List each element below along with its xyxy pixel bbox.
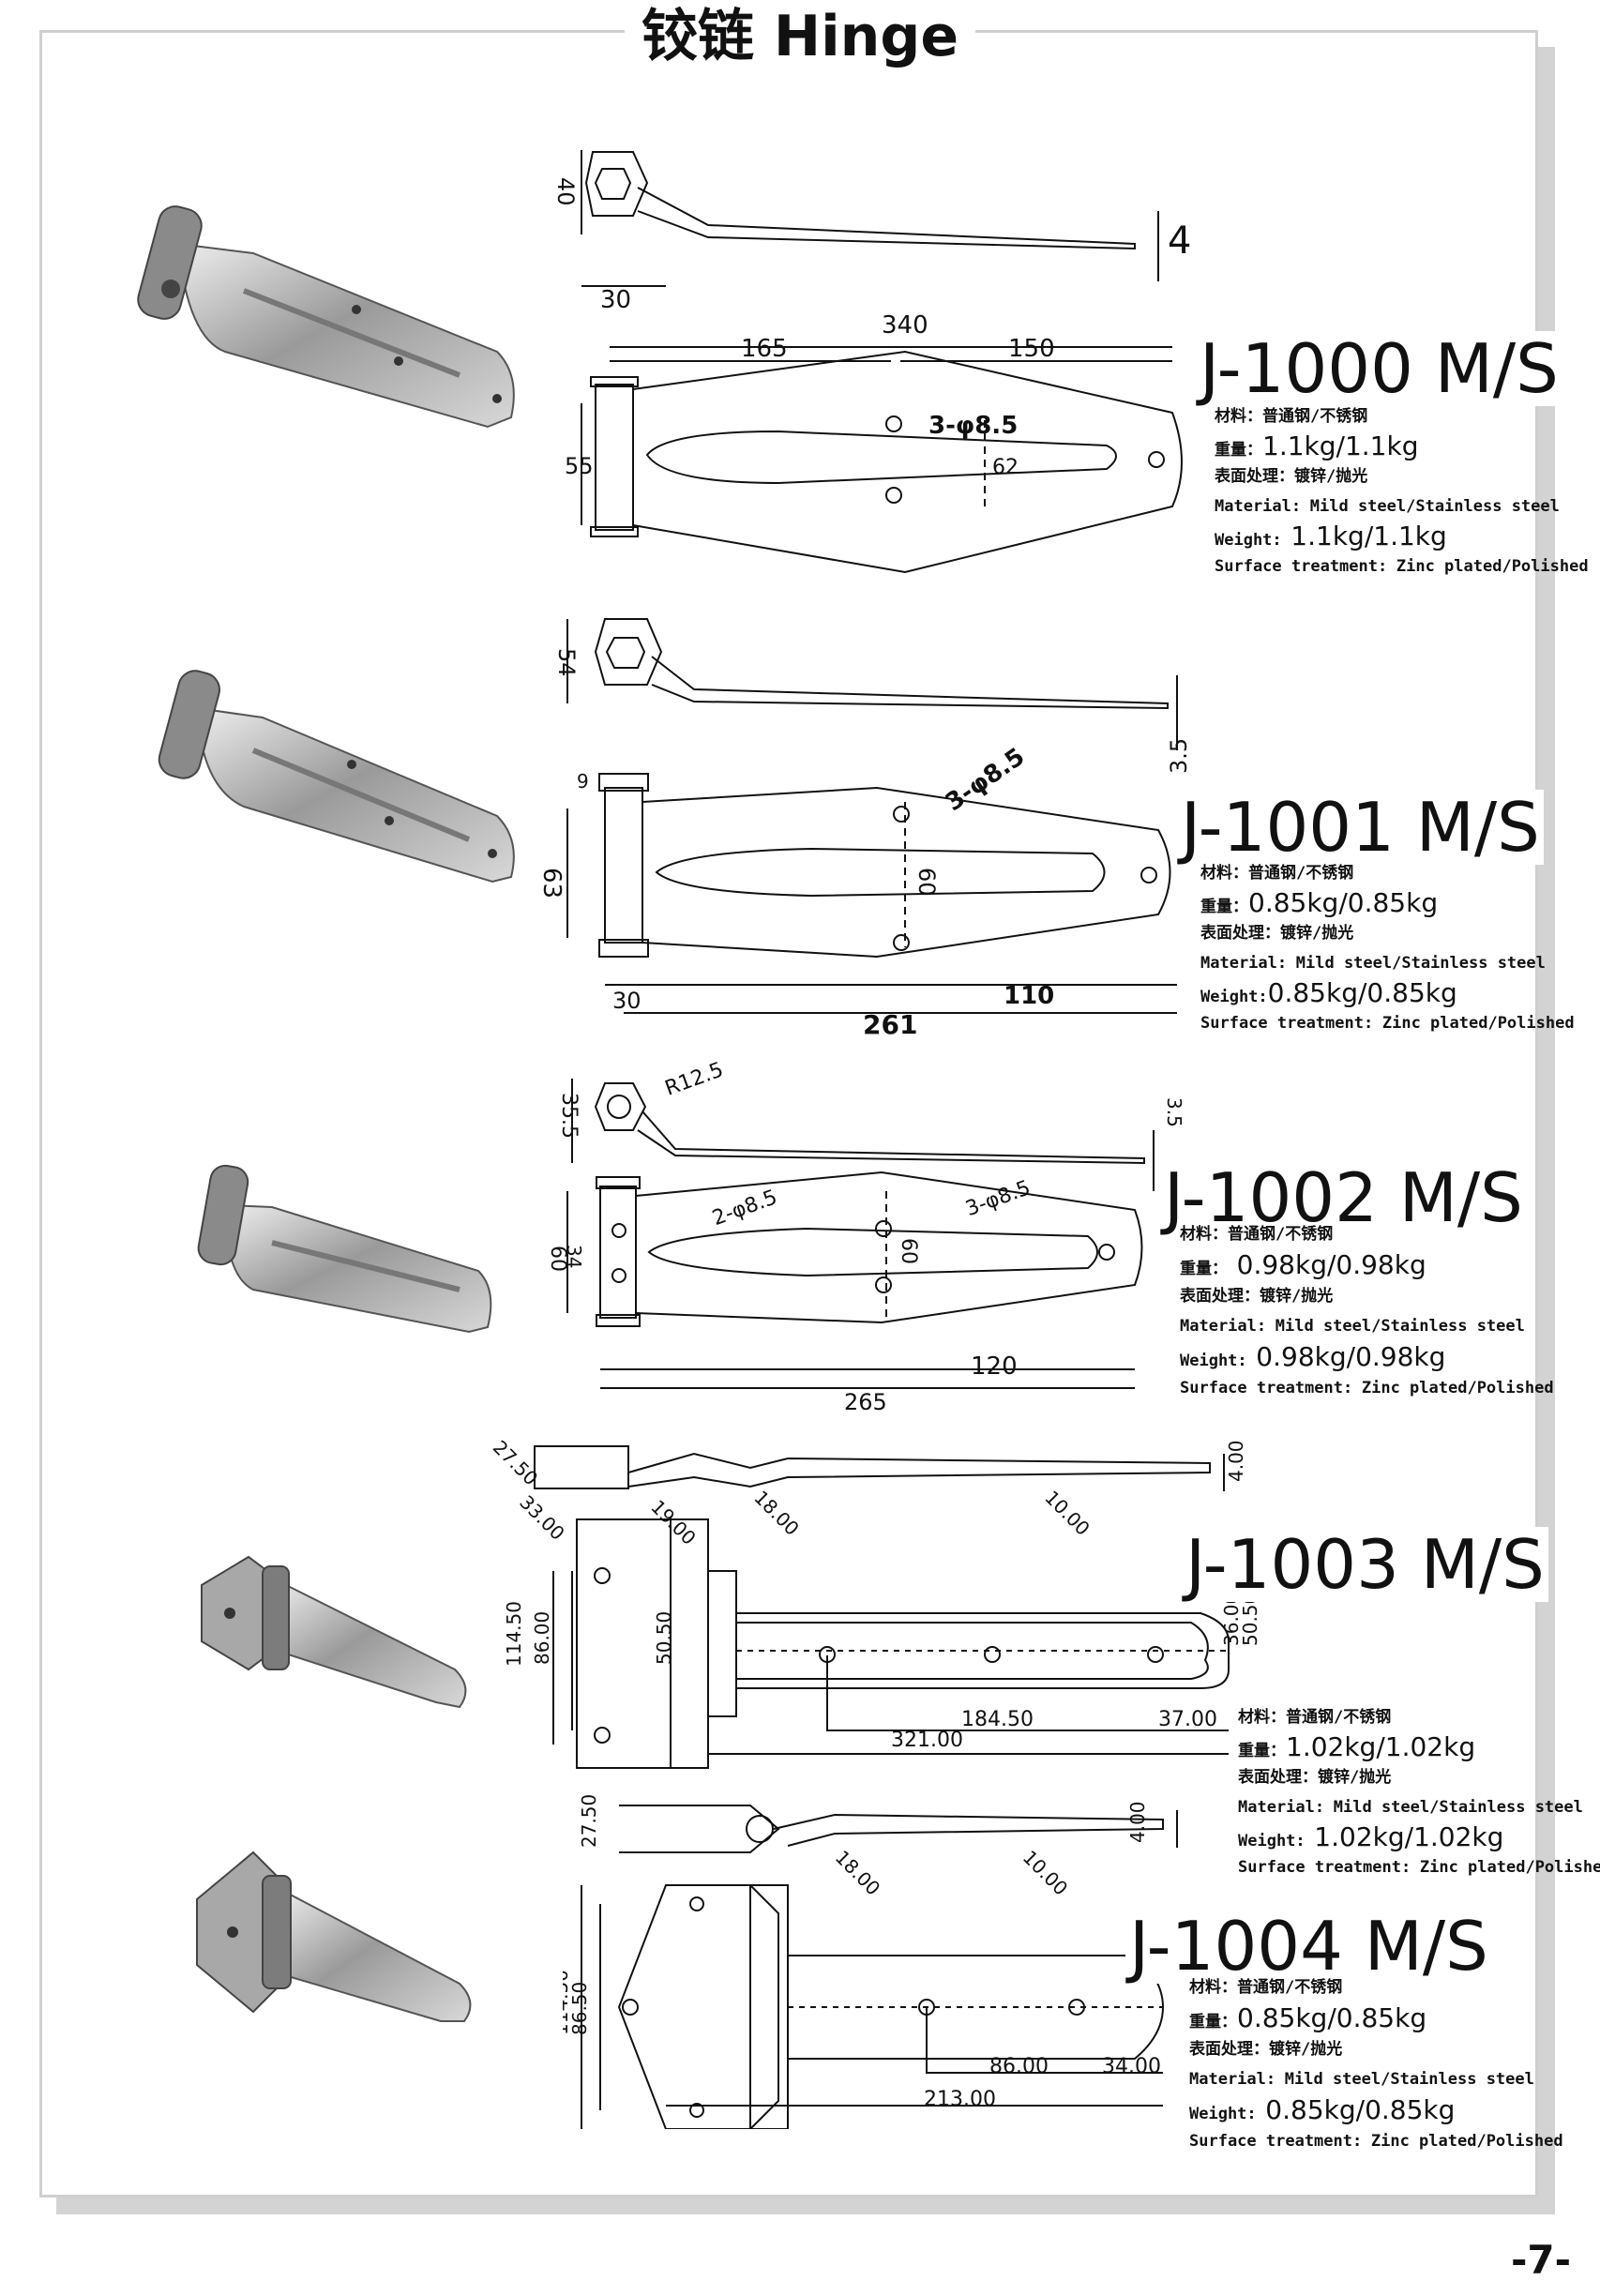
dim-plate-i: 86.00 <box>531 1611 553 1665</box>
dim-inner: 34 <box>563 1245 585 1268</box>
dim-b: 10.00 <box>1040 1486 1094 1539</box>
technical-drawing: 27.50 18.00 10.00 4.00 114.50 86.50 86.0… <box>563 1794 1178 2129</box>
model-number: J-1001 M/S <box>1177 790 1544 865</box>
spec-block: 材料：普通钢/不锈钢 重量：1.02kg/1.02kg 表面处理：镀锌/抛光 M… <box>1238 1708 1600 1877</box>
dim-seg-b: 150 <box>1008 335 1055 363</box>
hinge-photo <box>196 1850 472 2022</box>
dim-tip: 34.00 <box>1102 2055 1161 2078</box>
dim-b: 10.00 <box>1019 1846 1072 1899</box>
model-number: J-1002 M/S <box>1160 1160 1527 1235</box>
hinge-photo <box>158 670 515 884</box>
dim-holes-a: 2-φ8.5 <box>709 1186 780 1231</box>
dim-knuckle: 63 <box>537 868 566 899</box>
dim-pin: 30 <box>612 988 642 1014</box>
model-number: J-1004 M/S <box>1125 1909 1492 1984</box>
spec-block: 材料：普通钢/不锈钢 重量：1.1kg/1.1kg 表面处理：镀锌/抛光 Mat… <box>1215 407 1589 576</box>
model-number: J-1000 M/S <box>1196 331 1562 406</box>
dim-width: 60 <box>897 1238 920 1264</box>
dim-d: 19.00 <box>646 1495 700 1548</box>
dim-length: 265 <box>844 1389 887 1415</box>
spec-block: 材料：普通钢/不锈钢 重量： 0.98kg/0.98kg 表面处理：镀锌/抛光 … <box>1180 1225 1554 1397</box>
dim-knuckle: 55 <box>565 453 594 479</box>
dim-seg: 184.50 <box>961 1708 1034 1731</box>
dim-seg: 120 <box>971 1352 1018 1381</box>
hinge-photo <box>201 1555 467 1709</box>
technical-drawing: 40 30 4 340 165 150 3-φ8.5 55 62 <box>552 150 1191 574</box>
dim-a: 18.00 <box>749 1486 803 1539</box>
dim-plate-h: 114.50 <box>503 1601 525 1667</box>
dim-plate-h: 114.50 <box>563 1970 572 2035</box>
spec-block: 材料：普通钢/不锈钢 重量：0.85kg/0.85kg 表面处理：镀锌/抛光 M… <box>1200 864 1575 1033</box>
dim-width: 60 <box>913 868 940 897</box>
dim-thickness: 4.00 <box>1126 1801 1149 1843</box>
dim-thickness: 4.00 <box>1225 1440 1247 1482</box>
dim-knuckle: 50.50 <box>653 1611 675 1665</box>
technical-drawing: 27.50 18.00 10.00 4.00 33.00 19.00 114.5… <box>489 1436 1261 1769</box>
dim-length: 213.00 <box>924 2088 996 2111</box>
model-number: J-1003 M/S <box>1182 1527 1548 1602</box>
dim-holes-b: 3-φ8.5 <box>962 1176 1034 1221</box>
page-number: -7- <box>1505 2237 1577 2283</box>
dim-holes: 3-φ8.5 <box>928 412 1018 440</box>
dim-thickness: 3.5 <box>1163 1097 1185 1127</box>
dim-c: 33.00 <box>515 1490 568 1544</box>
dim-tip: 37.00 <box>1158 1708 1217 1731</box>
dim-plate-i: 86.50 <box>568 1982 591 2035</box>
dim-seg-a: 165 <box>741 335 788 363</box>
dim-radius: R12.5 <box>662 1060 727 1101</box>
technical-drawing: 54 3.5 3-φ8.5 9 63 60 30 110 261 <box>537 618 1192 1040</box>
frame-shadow <box>1538 47 1555 2213</box>
dim-holes: 3-φ8.5 <box>941 743 1030 817</box>
dim-seg: 86.00 <box>989 2055 1049 2078</box>
technical-drawing: R12.5 35.5 3.5 2-φ8.5 3-φ8.5 60 34 60 12… <box>546 1060 1185 1415</box>
dim-side-width: 30 <box>600 286 631 314</box>
hinge-photo <box>197 1164 492 1334</box>
dim-width: 62 <box>992 456 1019 479</box>
dim-seg: 110 <box>1004 982 1054 1010</box>
dim-length: 340 <box>882 311 928 340</box>
dim-a: 18.00 <box>831 1846 884 1899</box>
frame-shadow <box>56 2198 1555 2214</box>
dim-side-height: 40 <box>552 177 579 206</box>
dim-length: 321.00 <box>891 1729 963 1752</box>
dim-side-height: 54 <box>553 648 580 677</box>
dim-thickness: 3.5 <box>1166 738 1192 774</box>
page-title: 铰链 Hinge <box>0 0 1600 73</box>
dim-knuckle: 60 <box>546 1246 569 1272</box>
dim-thickness: 4 <box>1168 219 1191 263</box>
dim-length: 261 <box>863 1009 917 1040</box>
hinge-photo <box>137 205 515 429</box>
dim-top: 9 <box>577 770 589 793</box>
dim-side-height: 27.50 <box>578 1794 600 1848</box>
spec-block: 材料：普通钢/不锈钢 重量：0.85kg/0.85kg 表面处理：镀锌/抛光 M… <box>1189 1978 1563 2151</box>
dim-side-height: 35.5 <box>557 1093 581 1139</box>
